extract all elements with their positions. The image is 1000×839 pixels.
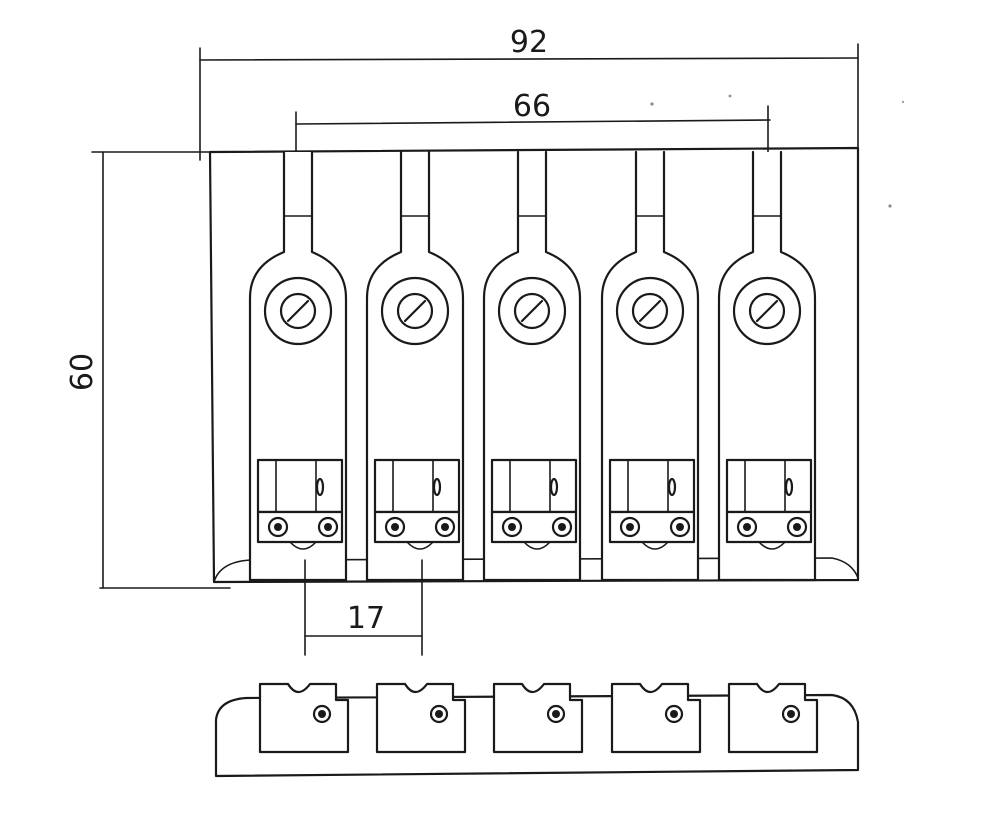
dimension-label-string-spacing: 17	[347, 601, 385, 636]
side-screw-ring	[312, 704, 332, 724]
string-groove	[523, 541, 551, 550]
height-screw-head	[748, 292, 786, 330]
saddle-group-top-view	[248, 150, 817, 582]
saddle-top-1	[248, 150, 348, 582]
dimension-line-span	[295, 119, 771, 125]
saddle-top-3	[482, 150, 582, 582]
intonation-screw-slot	[315, 477, 325, 497]
dimension-label-saddle-span: 66	[513, 89, 551, 124]
saddle-top-4	[600, 150, 700, 582]
saddle-screw-left	[384, 516, 406, 538]
dimension-overall-height: 60	[65, 151, 231, 589]
saddle-screw-right	[786, 516, 808, 538]
saddle-block	[608, 458, 696, 514]
saddle-profile	[258, 682, 350, 754]
dimension-label-overall-height: 60	[65, 353, 100, 391]
saddle-screw-left	[619, 516, 641, 538]
height-screw-head	[513, 292, 551, 330]
saddle-screw-left-center	[508, 523, 516, 531]
scan-dust	[901, 100, 905, 104]
saddle-screw-right	[551, 516, 573, 538]
saddle-block	[490, 458, 578, 514]
height-screw-head	[631, 292, 669, 330]
saddle-group-side-view	[258, 682, 819, 754]
string-groove	[641, 541, 669, 550]
saddle-screw-right-center	[441, 523, 449, 531]
height-screw-head	[396, 292, 434, 330]
side-screw-center	[318, 710, 326, 718]
side-screw-ring	[546, 704, 566, 724]
saddle-profile	[610, 682, 702, 754]
saddle-washer-ring	[497, 276, 567, 346]
dimension-line-width	[199, 57, 859, 61]
saddle-screw-right-center	[558, 523, 566, 531]
saddle-profile	[492, 682, 584, 754]
saddle-block	[725, 458, 813, 514]
side-screw-ring	[781, 704, 801, 724]
saddle-screw-right-center	[676, 523, 684, 531]
saddle-side-5	[727, 682, 819, 754]
saddle-screw-right	[669, 516, 691, 538]
string-groove	[406, 541, 434, 550]
height-screw-head	[279, 292, 317, 330]
saddle-screw-left	[736, 516, 758, 538]
intonation-screw-slot	[784, 477, 794, 497]
intonation-screw-slot	[549, 477, 559, 497]
scan-dust	[728, 94, 732, 98]
saddle-top-2	[365, 150, 465, 582]
scan-marks	[650, 94, 905, 208]
saddle-profile	[375, 682, 467, 754]
saddle-top-5	[717, 150, 817, 582]
saddle-side-2	[375, 682, 467, 754]
screw-slot	[638, 299, 662, 323]
intonation-screw-slot	[667, 477, 677, 497]
saddle-screw-right-center	[324, 523, 332, 531]
saddle-side-1	[258, 682, 350, 754]
side-screw-ring	[664, 704, 684, 724]
saddle-side-4	[610, 682, 702, 754]
bridge-base-plate	[208, 146, 860, 584]
saddle-screw-left-center	[391, 523, 399, 531]
screw-slot	[755, 299, 779, 323]
saddle-washer-ring	[615, 276, 685, 346]
screw-slot	[403, 299, 427, 323]
bridge-side-view-base	[214, 693, 860, 778]
saddle-washer-ring	[380, 276, 450, 346]
saddle-side-3	[492, 682, 584, 754]
saddle-screw-left	[501, 516, 523, 538]
saddle-profile	[727, 682, 819, 754]
dimension-string-spacing: 17	[304, 559, 423, 656]
saddle-washer-ring	[263, 276, 333, 346]
side-screw-center	[670, 710, 678, 718]
saddle-screw-left-center	[274, 523, 282, 531]
saddle-block	[256, 458, 344, 514]
saddle-screw-left-center	[626, 523, 634, 531]
dimension-label-overall-width: 92	[510, 25, 548, 60]
side-screw-center	[552, 710, 560, 718]
dimension-overall-width: 92	[199, 25, 859, 161]
string-groove	[758, 541, 786, 550]
screw-slot	[286, 299, 310, 323]
saddle-screw-left-center	[743, 523, 751, 531]
scan-dust	[650, 102, 654, 106]
side-screw-center	[787, 710, 795, 718]
side-screw-ring	[429, 704, 449, 724]
side-screw-center	[435, 710, 443, 718]
scan-dust	[888, 204, 892, 208]
screw-slot	[520, 299, 544, 323]
saddle-washer-ring	[732, 276, 802, 346]
saddle-screw-right-center	[793, 523, 801, 531]
saddle-screw-right	[317, 516, 339, 538]
saddle-screw-right	[434, 516, 456, 538]
intonation-screw-slot	[432, 477, 442, 497]
saddle-block	[373, 458, 461, 514]
saddle-screw-left	[267, 516, 289, 538]
string-groove	[289, 541, 317, 550]
